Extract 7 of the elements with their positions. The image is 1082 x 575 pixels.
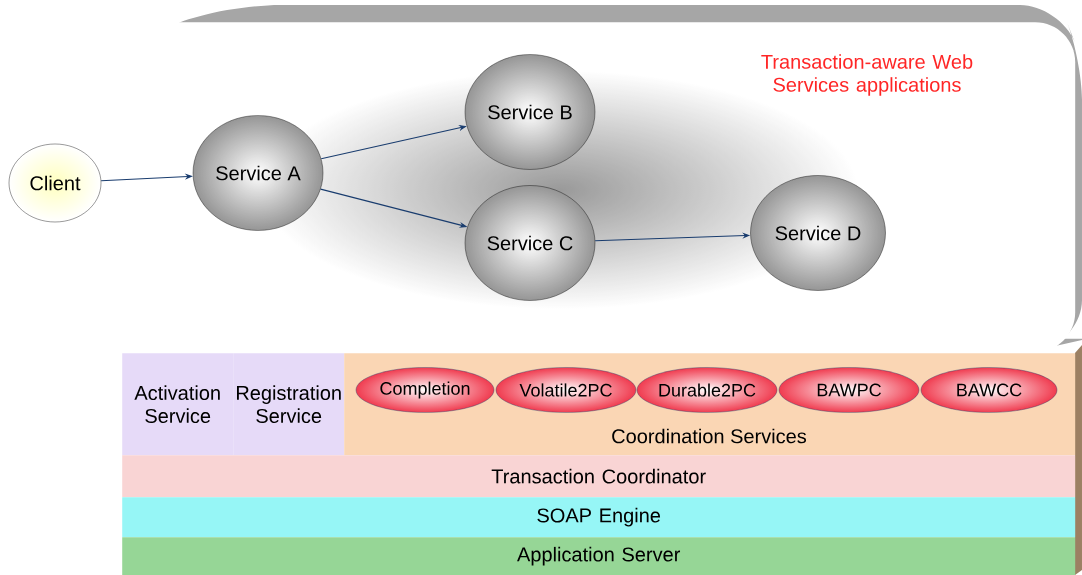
layer-band: Registration Service [233,353,345,456]
layer-band: Activation Service [122,353,234,456]
layer-band: Transaction Coordinator [122,455,1076,498]
node-label: Registration Service [237,385,341,424]
node-label: Activation Service [134,385,220,424]
layer-band: Application Server [122,537,1076,575]
layer-band: SOAP Engine [122,497,1076,538]
